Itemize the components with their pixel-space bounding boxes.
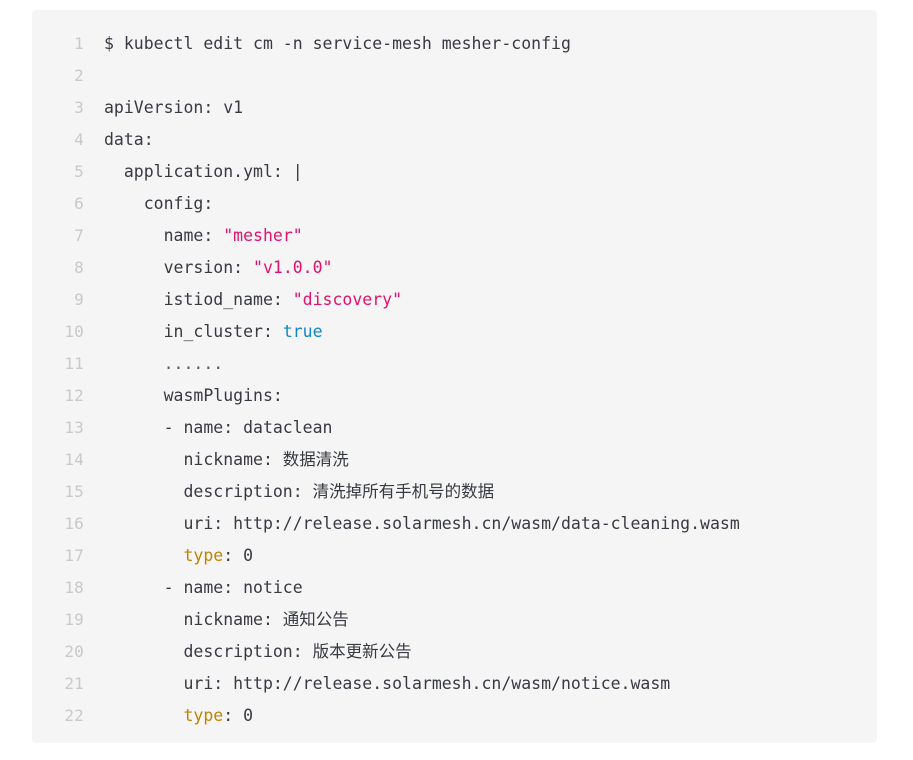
line-number: 17: [64, 546, 84, 565]
code-token-plain: application.yml: |: [104, 162, 303, 181]
code-token-plain: description: 版本更新公告: [104, 642, 412, 661]
line-number: 11: [64, 354, 84, 373]
code-token-plain: uri: http://release.solarmesh.cn/wasm/no…: [104, 674, 671, 693]
code-token-key_highlight: type: [183, 706, 224, 725]
line-number: 18: [64, 578, 84, 597]
code-line-text: apiVersion: v1: [84, 92, 243, 124]
code-line-text: data:: [84, 124, 154, 156]
code-token-plain: in_cluster:: [104, 322, 283, 341]
code-token-key_highlight: type: [183, 546, 224, 565]
line-number: 9: [74, 290, 84, 309]
code-line: 9 istiod_name: "discovery": [32, 284, 877, 316]
line-number: 6: [74, 194, 84, 213]
code-token-plain: istiod_name:: [104, 290, 293, 309]
code-token-string: "mesher": [223, 226, 303, 245]
code-token-plain: data:: [104, 130, 154, 149]
code-token-plain: name:: [104, 226, 224, 245]
code-token-plain: nickname: 数据清洗: [104, 450, 349, 469]
line-number: 20: [64, 642, 84, 661]
code-line: 5 application.yml: |: [32, 156, 877, 188]
line-number: 16: [64, 514, 84, 533]
code-line: 3 apiVersion: v1: [32, 92, 877, 124]
line-number: 19: [64, 610, 84, 629]
code-line-text: - name: dataclean: [84, 412, 333, 444]
line-number: 1: [74, 34, 84, 53]
code-line: 13 - name: dataclean: [32, 412, 877, 444]
code-line: 6 config:: [32, 188, 877, 220]
code-token-dots: ......: [104, 354, 224, 373]
line-number: 10: [64, 322, 84, 341]
code-token-plain: - name: dataclean: [104, 418, 333, 437]
code-line-text: wasmPlugins:: [84, 380, 283, 412]
code-token-plain: $ kubectl edit cm -n service-mesh mesher…: [104, 34, 571, 53]
code-token-plain: uri: http://release.solarmesh.cn/wasm/da…: [104, 514, 740, 533]
code-line: 19 nickname: 通知公告: [32, 604, 877, 636]
line-number: 7: [74, 226, 84, 245]
code-line-text: $ kubectl edit cm -n service-mesh mesher…: [84, 28, 571, 60]
code-token-string: "v1.0.0": [253, 258, 333, 277]
code-line-text: uri: http://release.solarmesh.cn/wasm/da…: [84, 508, 740, 540]
code-line-text: description: 版本更新公告: [84, 636, 412, 668]
code-line: 2: [32, 60, 877, 92]
code-line: 21 uri: http://release.solarmesh.cn/wasm…: [32, 668, 877, 700]
line-number: 13: [64, 418, 84, 437]
code-line-text: istiod_name: "discovery": [84, 284, 402, 316]
code-line: 15 description: 清洗掉所有手机号的数据: [32, 476, 877, 508]
line-number: 2: [74, 66, 84, 85]
code-token-plain: nickname: 通知公告: [104, 610, 349, 629]
line-number: 4: [74, 130, 84, 149]
code-line: 17 type: 0: [32, 540, 877, 572]
code-line: 18 - name: notice: [32, 572, 877, 604]
line-number: 15: [64, 482, 84, 501]
code-token-plain: - name: notice: [104, 578, 303, 597]
code-lines-container: 1 $ kubectl edit cm -n service-mesh meshe…: [32, 28, 877, 732]
code-token-plain: : 0: [223, 706, 254, 725]
code-line-text: version: "v1.0.0": [84, 252, 333, 284]
line-number: 5: [74, 162, 84, 181]
code-line: 12 wasmPlugins:: [32, 380, 877, 412]
code-token-plain: : 0: [223, 546, 254, 565]
code-line: 16 uri: http://release.solarmesh.cn/wasm…: [32, 508, 877, 540]
code-token-plain: wasmPlugins:: [104, 386, 283, 405]
code-line: 20 description: 版本更新公告: [32, 636, 877, 668]
code-line-text: type: 0: [84, 700, 253, 732]
code-line-text: nickname: 数据清洗: [84, 444, 349, 476]
code-line-text: name: "mesher": [84, 220, 303, 252]
code-line: 1 $ kubectl edit cm -n service-mesh meshe…: [32, 28, 877, 60]
code-token-boolean: true: [282, 322, 323, 341]
code-line: 4 data:: [32, 124, 877, 156]
code-line: 8 version: "v1.0.0": [32, 252, 877, 284]
code-line-text: in_cluster: true: [84, 316, 323, 348]
code-token-string: "discovery": [292, 290, 403, 309]
code-token-plain: version:: [104, 258, 254, 277]
code-line-text: ......: [84, 348, 224, 380]
code-line-text: type: 0: [84, 540, 253, 572]
code-line: 22 type: 0: [32, 700, 877, 732]
code-line: 7 name: "mesher": [32, 220, 877, 252]
code-line: 10 in_cluster: true: [32, 316, 877, 348]
line-number: 12: [64, 386, 84, 405]
code-line: 11 ......: [32, 348, 877, 380]
code-token-plain: description: 清洗掉所有手机号的数据: [104, 482, 495, 501]
code-block[interactable]: 1 $ kubectl edit cm -n service-mesh meshe…: [32, 10, 877, 743]
code-line-text: nickname: 通知公告: [84, 604, 349, 636]
code-token-plain: config:: [104, 194, 214, 213]
code-line-text: description: 清洗掉所有手机号的数据: [84, 476, 494, 508]
code-line: 14 nickname: 数据清洗: [32, 444, 877, 476]
code-line-text: - name: notice: [84, 572, 303, 604]
line-number: 8: [74, 258, 84, 277]
line-number: 3: [74, 98, 84, 117]
line-number: 22: [64, 706, 84, 725]
code-line-text: application.yml: |: [84, 156, 303, 188]
code-line-text: uri: http://release.solarmesh.cn/wasm/no…: [84, 668, 670, 700]
code-token-plain: [104, 546, 183, 565]
code-token-plain: apiVersion: v1: [104, 98, 244, 117]
code-line-text: config:: [84, 188, 214, 220]
line-number: 21: [64, 674, 84, 693]
line-number: 14: [64, 450, 84, 469]
code-token-plain: [104, 706, 183, 725]
